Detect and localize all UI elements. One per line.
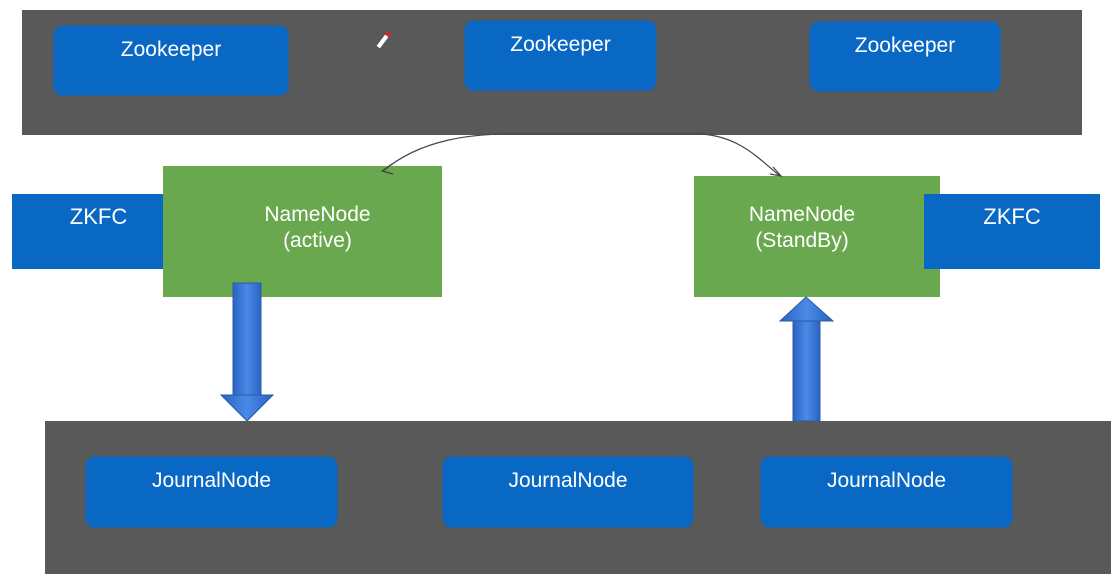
namenode-standby-title: NameNode (748, 203, 856, 226)
read-edits-arrow (778, 296, 835, 422)
zookeeper-node: Zookeeper (53, 25, 289, 96)
zookeeper-node: Zookeeper (464, 20, 657, 91)
journalnode: JournalNode (442, 456, 694, 528)
namenode-active-state: (active) (283, 229, 352, 252)
zookeeper-node-label: Zookeeper (510, 33, 611, 56)
namenode-active-title: NameNode (264, 203, 371, 226)
namenode-standby-box: NameNode (StandBy) (694, 176, 940, 297)
read-edits-arrow-shaft (792, 320, 821, 422)
write-edits-arrow (219, 282, 275, 422)
write-edits-arrow-shaft (232, 282, 262, 396)
read-edits-arrow-head (778, 296, 835, 322)
journalnode: JournalNode (85, 456, 338, 528)
zookeeper-node-label: Zookeeper (854, 34, 956, 57)
zkfc-right-label: ZKFC (983, 204, 1041, 229)
namenode-standby-state: (StandBy) (755, 229, 849, 252)
zookeeper-node-label: Zookeeper (120, 38, 222, 61)
zookeeper-node: Zookeeper (809, 21, 1001, 92)
journalnode-label: JournalNode (508, 469, 628, 492)
journalnode-label: JournalNode (826, 469, 947, 492)
failover-curve (382, 133, 781, 177)
zkfc-left-box: ZKFC (12, 194, 188, 269)
failover-arrowhead-right (769, 166, 783, 177)
journalnode: JournalNode (760, 456, 1013, 528)
zkfc-left-label: ZKFC (69, 204, 128, 229)
namenode-active-box: NameNode (active) (163, 166, 442, 297)
write-edits-arrow-head (219, 394, 275, 422)
zkfc-right-box: ZKFC (924, 194, 1100, 269)
journalnode-label: JournalNode (151, 469, 272, 492)
